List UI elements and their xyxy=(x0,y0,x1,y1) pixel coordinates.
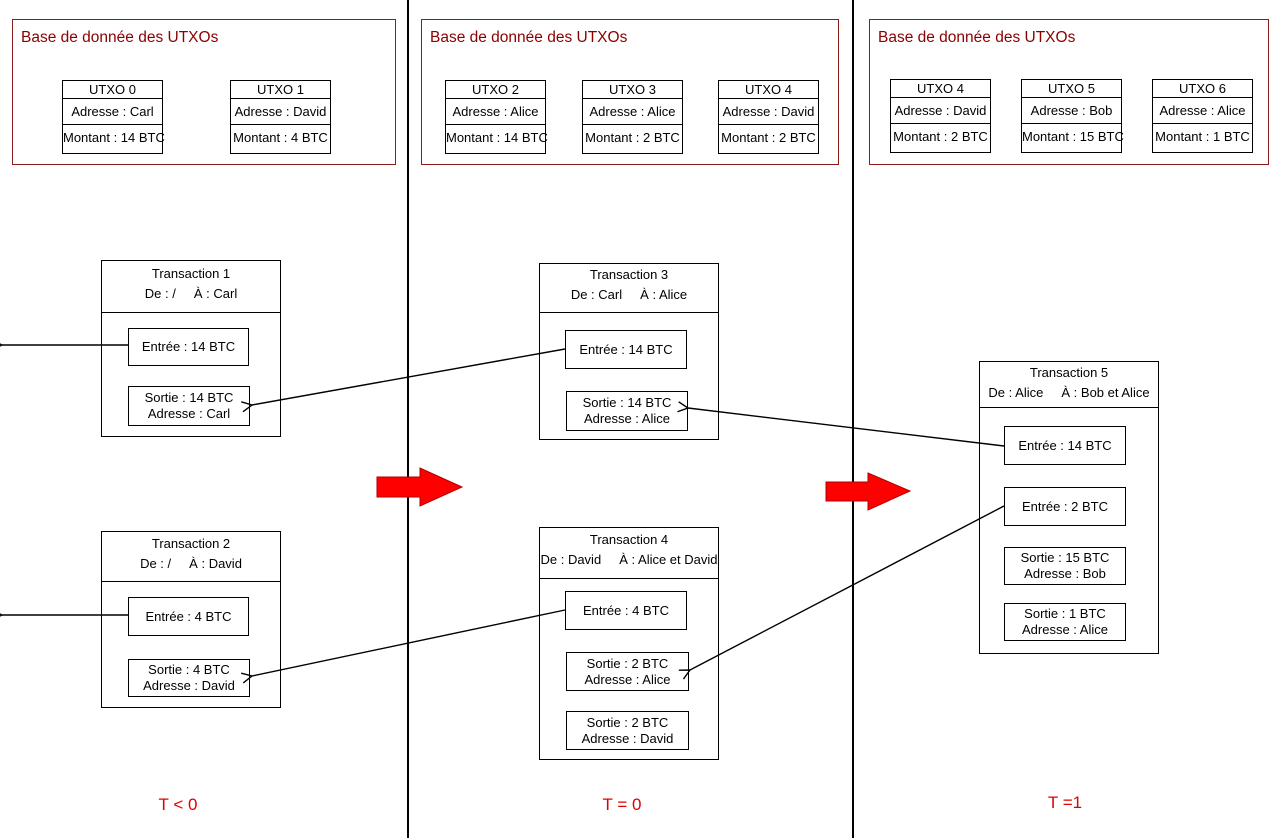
transaction-parties: De : Carl À : Alice xyxy=(570,287,688,302)
database-title: Base de donnée des UTXOs xyxy=(430,29,628,46)
transaction-header: Transaction 5 De : Alice À : Bob et Alic… xyxy=(980,362,1158,408)
utxo-amount: Montant : 2 BTC xyxy=(721,130,816,145)
panel-divider-1 xyxy=(407,0,409,838)
transaction-parties: De : / À : David xyxy=(140,556,242,571)
transaction-input: Entrée : 14 BTC xyxy=(565,330,687,369)
utxo-amount: Montant : 14 BTC xyxy=(63,130,165,145)
output-amount: Sortie : 2 BTC xyxy=(586,714,669,730)
utxo-card: UTXO 4 Adresse : David Montant : 2 BTC xyxy=(718,80,819,154)
output-address: Adresse : David xyxy=(143,678,235,693)
transaction-header: Transaction 1 De : / À : Carl xyxy=(102,261,280,313)
utxo-id: UTXO 4 xyxy=(891,80,990,98)
transaction-input: Entrée : 4 BTC xyxy=(565,591,687,630)
utxo-amount: Montant : 15 BTC xyxy=(1022,129,1124,144)
transaction-output: Sortie : 1 BTC Adresse : Alice xyxy=(1004,603,1126,641)
utxo-amount: Montant : 4 BTC xyxy=(233,130,328,145)
connector-arrow xyxy=(252,609,566,676)
input-label: Entrée : 4 BTC xyxy=(583,602,669,618)
utxo-id: UTXO 2 xyxy=(446,81,545,99)
connector-arrow xyxy=(690,505,1005,670)
utxo-id: UTXO 6 xyxy=(1153,80,1252,98)
connector-arrow xyxy=(252,348,566,405)
transaction-title: Transaction 4 xyxy=(589,532,669,547)
transaction-output: Sortie : 14 BTC Adresse : Alice xyxy=(566,391,688,431)
utxo-address: Adresse : Alice xyxy=(583,99,682,125)
utxo-card: UTXO 6 Adresse : Alice Montant : 1 BTC xyxy=(1152,79,1253,153)
output-address: Adresse : Bob xyxy=(1024,566,1106,581)
output-address: Adresse : Alice xyxy=(584,411,670,426)
utxo-id: UTXO 5 xyxy=(1022,80,1121,98)
utxo-id: UTXO 4 xyxy=(719,81,818,99)
transaction-title: Transaction 3 xyxy=(589,267,669,282)
utxo-address: Adresse : Carl xyxy=(63,99,162,125)
output-amount: Sortie : 4 BTC xyxy=(148,662,230,677)
database-title: Base de donnée des UTXOs xyxy=(878,29,1076,46)
transaction-input: Entrée : 2 BTC xyxy=(1004,487,1126,526)
panel-divider-2 xyxy=(852,0,854,838)
utxo-id: UTXO 0 xyxy=(63,81,162,99)
transaction-title: Transaction 5 xyxy=(1029,365,1109,380)
utxo-address: Adresse : Alice xyxy=(446,99,545,125)
output-amount: Sortie : 1 BTC xyxy=(1024,606,1106,621)
transaction-output: Sortie : 2 BTC Adresse : David xyxy=(566,711,689,750)
utxo-address: Adresse : David xyxy=(231,99,330,125)
output-address: Adresse : Alice xyxy=(1022,622,1108,637)
input-label: Entrée : 14 BTC xyxy=(579,341,673,357)
utxo-card: UTXO 2 Adresse : Alice Montant : 14 BTC xyxy=(445,80,548,154)
utxo-database-panel-2: Base de donnée des UTXOs UTXO 2 Adresse … xyxy=(421,19,839,165)
output-amount: Sortie : 14 BTC xyxy=(582,395,672,410)
time-label: T = 0 xyxy=(602,795,642,814)
transaction-title: Transaction 2 xyxy=(151,536,231,551)
transaction-input: Entrée : 14 BTC xyxy=(1004,426,1126,465)
utxo-card: UTXO 4 Adresse : David Montant : 2 BTC xyxy=(890,79,991,153)
transaction-output: Sortie : 4 BTC Adresse : David xyxy=(128,659,250,697)
utxo-id: UTXO 1 xyxy=(231,81,330,99)
transaction-header: Transaction 2 De : / À : David xyxy=(102,532,280,582)
transaction-input: Entrée : 14 BTC xyxy=(128,328,249,366)
output-address: Adresse : Alice xyxy=(584,671,671,687)
input-label: Entrée : 14 BTC xyxy=(1018,437,1112,453)
time-progression-arrow xyxy=(376,467,464,507)
transaction-title: Transaction 1 xyxy=(151,266,231,281)
input-label: Entrée : 2 BTC xyxy=(1022,498,1108,514)
utxo-address: Adresse : Alice xyxy=(1153,98,1252,124)
input-label: Entrée : 4 BTC xyxy=(145,608,232,624)
utxo-card: UTXO 5 Adresse : Bob Montant : 15 BTC xyxy=(1021,79,1124,153)
transaction-output: Sortie : 14 BTC Adresse : Carl xyxy=(128,386,250,426)
time-progression-arrow xyxy=(825,472,912,511)
transaction-header: Transaction 4 De : David À : Alice et Da… xyxy=(540,528,718,579)
utxo-address: Adresse : Bob xyxy=(1022,98,1121,124)
transaction-header: Transaction 3 De : Carl À : Alice xyxy=(540,264,718,313)
utxo-amount: Montant : 2 BTC xyxy=(893,129,988,144)
time-label: T < 0 xyxy=(158,795,198,814)
utxo-card: UTXO 0 Adresse : Carl Montant : 14 BTC xyxy=(62,80,165,154)
utxo-address: Adresse : David xyxy=(891,98,990,124)
transaction-parties: De : Alice À : Bob et Alice xyxy=(988,385,1150,400)
utxo-id: UTXO 3 xyxy=(583,81,682,99)
output-amount: Sortie : 2 BTC xyxy=(586,655,669,671)
utxo-amount: Montant : 14 BTC xyxy=(446,130,548,145)
utxo-card: UTXO 1 Adresse : David Montant : 4 BTC xyxy=(230,80,331,154)
input-label: Entrée : 14 BTC xyxy=(141,339,236,354)
transaction-output: Sortie : 2 BTC Adresse : Alice xyxy=(566,652,689,691)
transaction-output: Sortie : 15 BTC Adresse : Bob xyxy=(1004,547,1126,585)
transaction-parties: De : / À : Carl xyxy=(144,286,238,301)
output-address: Adresse : David xyxy=(581,730,674,746)
utxo-address: Adresse : David xyxy=(719,99,818,125)
transaction-input: Entrée : 4 BTC xyxy=(128,597,249,636)
utxo-amount: Montant : 2 BTC xyxy=(585,130,680,145)
transaction-parties: De : David À : Alice et David xyxy=(540,552,718,567)
utxo-database-panel-1: Base de donnée des UTXOs UTXO 0 Adresse … xyxy=(12,19,396,165)
output-amount: Sortie : 15 BTC xyxy=(1020,550,1110,565)
time-label: T =1 xyxy=(1047,793,1083,812)
utxo-database-panel-3: Base de donnée des UTXOs UTXO 4 Adresse … xyxy=(869,19,1269,165)
output-amount: Sortie : 14 BTC xyxy=(144,390,234,405)
utxo-card: UTXO 3 Adresse : Alice Montant : 2 BTC xyxy=(582,80,683,154)
output-address: Adresse : Carl xyxy=(147,406,231,421)
database-title: Base de donnée des UTXOs xyxy=(21,29,219,46)
connector-arrow xyxy=(688,408,1005,447)
utxo-amount: Montant : 1 BTC xyxy=(1155,129,1250,144)
